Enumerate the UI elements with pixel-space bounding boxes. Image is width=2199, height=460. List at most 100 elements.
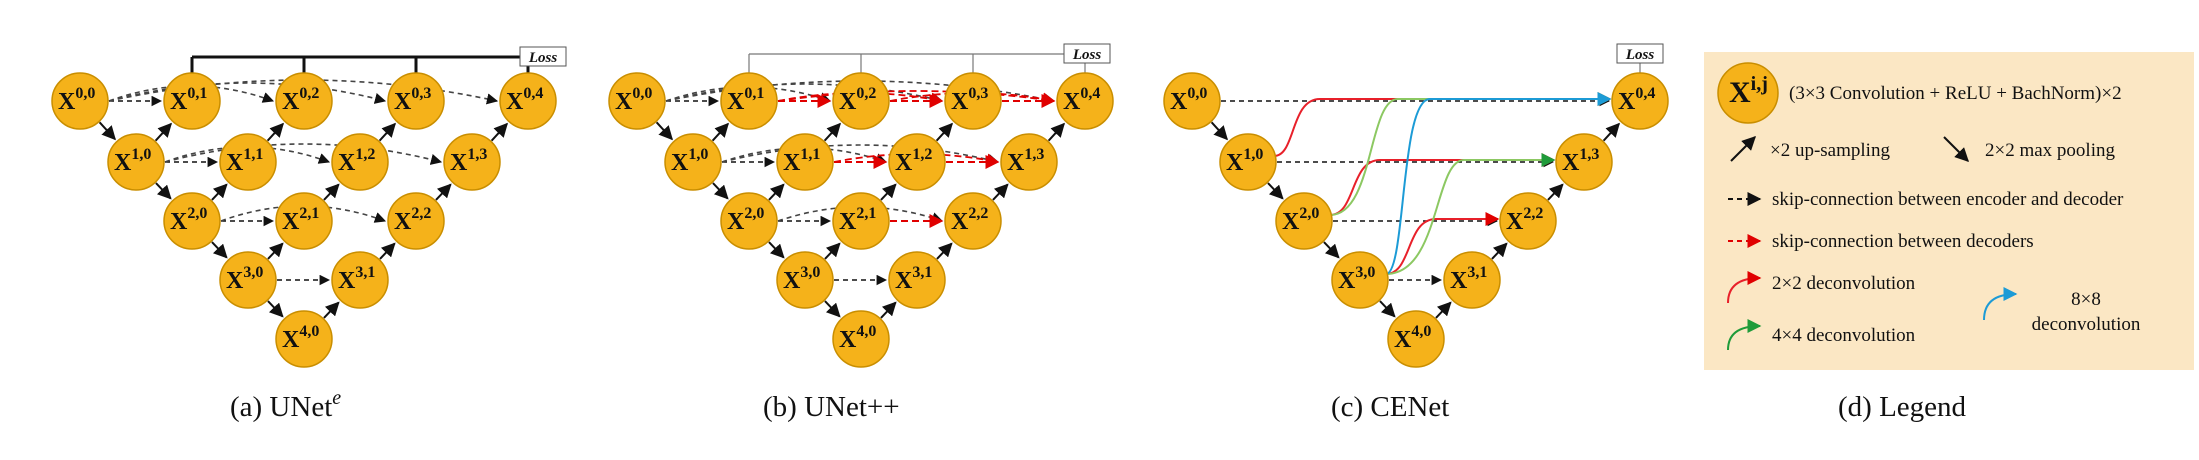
skip-connection [164,143,443,165]
unet-e-node-x0-3: X0,3 [387,72,445,130]
loss-label: Loss [528,50,558,66]
svg-text:X0,0: X0,0 [615,85,652,115]
upsampling-arrow [323,301,340,319]
cenet-node-x2-0: X2,0 [1275,192,1333,250]
cenet-node-x1-0: X1,0 [1219,133,1277,191]
unet-pp-node-x0-4: X0,4 [1056,72,1114,130]
svg-text:X2,1: X2,1 [282,205,319,235]
maxpool-arrow [211,241,228,259]
deconv8-arrow-icon [1983,287,2018,321]
cenet-node-x0-4: X0,4 [1611,72,1669,130]
unet-e-node-x0-2: X0,2 [275,72,333,130]
svg-text:X2,0: X2,0 [1282,205,1319,235]
upsampling-arrow [936,242,953,260]
svg-text:X0,4: X0,4 [506,85,543,115]
maxpool-arrow [98,121,116,141]
legend-node-sup: i,j [1751,73,1768,95]
cenet-node-x0-0: X0,0 [1163,72,1221,130]
legend-node-letter: X [1729,76,1751,109]
upsampling-arrow [880,183,897,201]
upsampling-arrow [267,242,284,260]
loss-label: Loss [1072,47,1102,63]
unet-pp-node-x0-0: X0,0 [608,72,666,130]
upsampling-arrow [1602,122,1620,142]
upsampling-arrow [711,122,729,142]
svg-text:X0,3: X0,3 [394,85,431,115]
maxpool-arrow [1379,300,1396,318]
svg-text:X2,1: X2,1 [839,205,876,235]
cenet-node-x2-2: X2,2 [1499,192,1557,250]
unet-e-node-x1-0: X1,0 [107,133,165,191]
upsampling-arrow [378,122,396,142]
upsampling-arrow [880,301,897,319]
legend-conv-text: (3×3 Convolution + ReLU + BachNorm)×2 [1789,83,2122,104]
svg-text:X0,0: X0,0 [58,85,95,115]
unet-pp-node-x0-3: X0,3 [944,72,1002,130]
svg-text:X0,0: X0,0 [1170,85,1207,115]
legend-deconv8-text-2: deconvolution [2032,314,2141,335]
svg-text:X2,0: X2,0 [170,205,207,235]
maxpool-arrow-icon [1943,136,1969,162]
deconv4-arrow-icon [1727,319,1762,351]
unet-pp-node-x0-2: X0,2 [832,72,890,130]
svg-text:X4,0: X4,0 [839,323,876,353]
svg-text:X2,2: X2,2 [1506,205,1543,235]
cenet-node-x3-1: X3,1 [1443,251,1501,309]
maxpool-arrow [824,300,841,318]
unet-pp-node-x1-2: X1,2 [888,133,946,191]
legend-deconv2-text: 2×2 deconvolution [1772,273,1916,294]
upsampling-arrow [211,183,228,201]
unet-e-node-x0-4: X0,4 [499,72,557,130]
deconv8-curve [1385,92,1612,275]
cenet-node-x1-3: X1,3 [1555,133,1613,191]
maxpool-arrow [768,241,785,259]
svg-text:X3,1: X3,1 [1450,264,1487,294]
loss-label: Loss [1625,47,1655,63]
loss-box [1616,43,1664,64]
unet-pp-node-x2-2: X2,2 [944,192,1002,250]
upsampling-arrow [824,242,841,260]
unet-e-node-x2-2: X2,2 [387,192,445,250]
svg-text:X1,1: X1,1 [226,146,263,176]
caption-unet-e-text: (a) UNet [230,391,332,423]
upsampling-arrow [266,122,284,142]
cenet-node-x3-0: X3,0 [1331,251,1389,309]
svg-text:X3,0: X3,0 [1338,264,1375,294]
unet-pp-node-x2-0: X2,0 [720,192,778,250]
unet-pp-node-x0-1: X0,1 [720,72,778,130]
legend-skip-enc-dec-text: skip-connection between encoder and deco… [1772,189,2124,210]
upsampling-arrow [1435,301,1452,319]
unet-e-node-x0-0: X0,0 [51,72,109,130]
upsampling-arrow [323,183,340,201]
unet-e-node-x0-1: X0,1 [163,72,221,130]
unet-e-node-x4-0: X4,0 [275,310,333,368]
unet-e-node-x1-2: X1,2 [331,133,389,191]
svg-text:X1,3: X1,3 [1562,146,1599,176]
unet-e-node-x2-0: X2,0 [163,192,221,250]
upsampling-arrow [935,122,953,142]
caption-unet-pp: (b) UNet++ [763,391,900,423]
svg-text:X0,2: X0,2 [839,85,876,115]
svg-text:X0,1: X0,1 [727,85,764,115]
svg-text:X1,3: X1,3 [1007,146,1044,176]
svg-text:X1,2: X1,2 [895,146,932,176]
unet-pp-node-x4-0: X4,0 [832,310,890,368]
upsampling-arrow-icon [1730,136,1756,162]
svg-text:X0,3: X0,3 [951,85,988,115]
unet-pp-node-x1-1: X1,1 [776,133,834,191]
svg-text:X0,4: X0,4 [1618,85,1655,115]
upsampling-arrow [379,242,396,260]
svg-text:X1,0: X1,0 [1226,146,1263,176]
unet-e-node-x1-3: X1,3 [443,133,501,191]
upsampling-arrow [823,122,841,142]
maxpool-arrow [1267,182,1284,200]
svg-text:X1,0: X1,0 [114,146,151,176]
svg-text:X1,2: X1,2 [338,146,375,176]
upsampling-arrow [490,122,508,142]
decoder-skip-connection [777,90,1056,106]
deconv2-arrow-icon [1727,271,1762,304]
upsampling-arrow [1547,183,1564,201]
upsampling-arrow [154,122,172,142]
